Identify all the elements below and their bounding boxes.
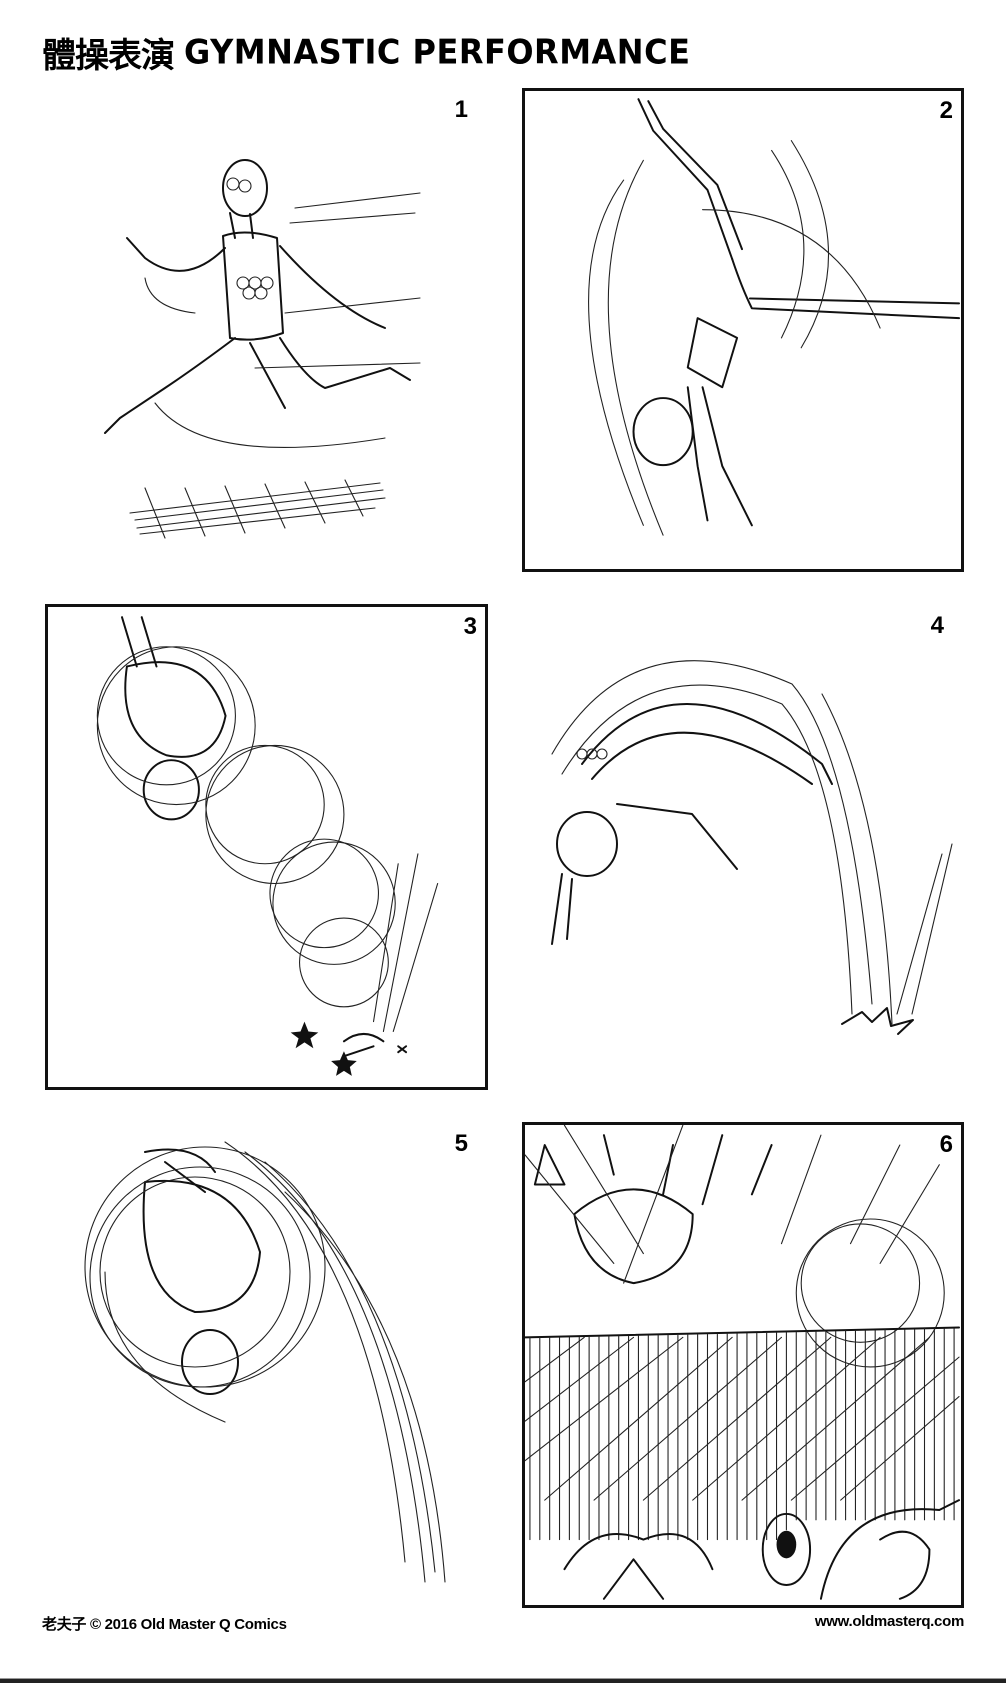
panel-3-illustration [48,607,485,1087]
panel-1-illustration [45,88,488,572]
comic-panel-1: 1 [45,88,488,572]
panel-5-illustration [45,1122,488,1608]
panel-number: 1 [454,96,468,123]
comic-panel-3: 3 [45,604,488,1090]
panel-number: 2 [939,97,953,124]
title-chinese: 體操表演 [42,35,175,76]
title-english: GYMNASTIC PERFORMANCE [184,32,691,72]
comic-panel-5: 5 [45,1122,488,1608]
comic-panel-4: 4 [522,604,964,1090]
comic-panel-2: 2 [522,88,964,572]
panel-number: 3 [463,613,477,640]
page-title: 體操表演 GYMNASTIC PERFORMANCE [42,30,691,76]
panel-number: 5 [454,1130,468,1157]
panel-6-illustration [525,1125,961,1605]
panel-number: 6 [939,1131,953,1158]
website-link[interactable]: www.oldmasterq.com [814,1613,964,1630]
bottom-rule [0,1678,1006,1683]
copyright-notice: 老夫子 © 2016 Old Master Q Comics [42,1616,287,1633]
panel-2-illustration [525,91,961,569]
panel-4-illustration [522,604,964,1090]
comic-panel-6: 6 [522,1122,964,1608]
panel-number: 4 [930,612,944,639]
